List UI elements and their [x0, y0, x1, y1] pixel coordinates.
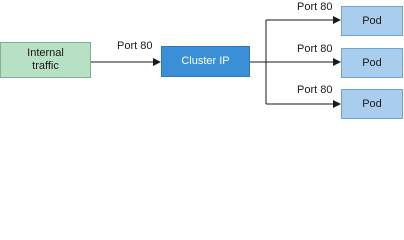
- pod-node-1: Pod: [341, 6, 403, 36]
- internal-traffic-label-line1: Internal: [27, 47, 64, 59]
- cluster-ip-label: Cluster IP: [181, 55, 230, 67]
- pod-3-label: Pod: [362, 97, 382, 110]
- pod-2-port-label: Port 80: [297, 43, 333, 55]
- pod-3-port-label: Port 80: [297, 84, 333, 96]
- incoming-port-label: Port 80: [117, 40, 153, 52]
- pod-2-label: Pod: [362, 56, 382, 69]
- pod-node-3: Pod: [341, 89, 403, 119]
- pod-1-port-label: Port 80: [297, 1, 333, 13]
- connectors: [91, 16, 341, 108]
- pod-node-2: Pod: [341, 48, 403, 78]
- internal-traffic-label-line2: traffic: [32, 60, 59, 72]
- internal-traffic-node: Internal traffic: [0, 42, 91, 78]
- cluster-ip-node: Cluster IP: [161, 46, 250, 77]
- diagram: Internal traffic Port 80 Cluster IP Port…: [0, 0, 404, 119]
- pod-1-label: Pod: [362, 14, 382, 27]
